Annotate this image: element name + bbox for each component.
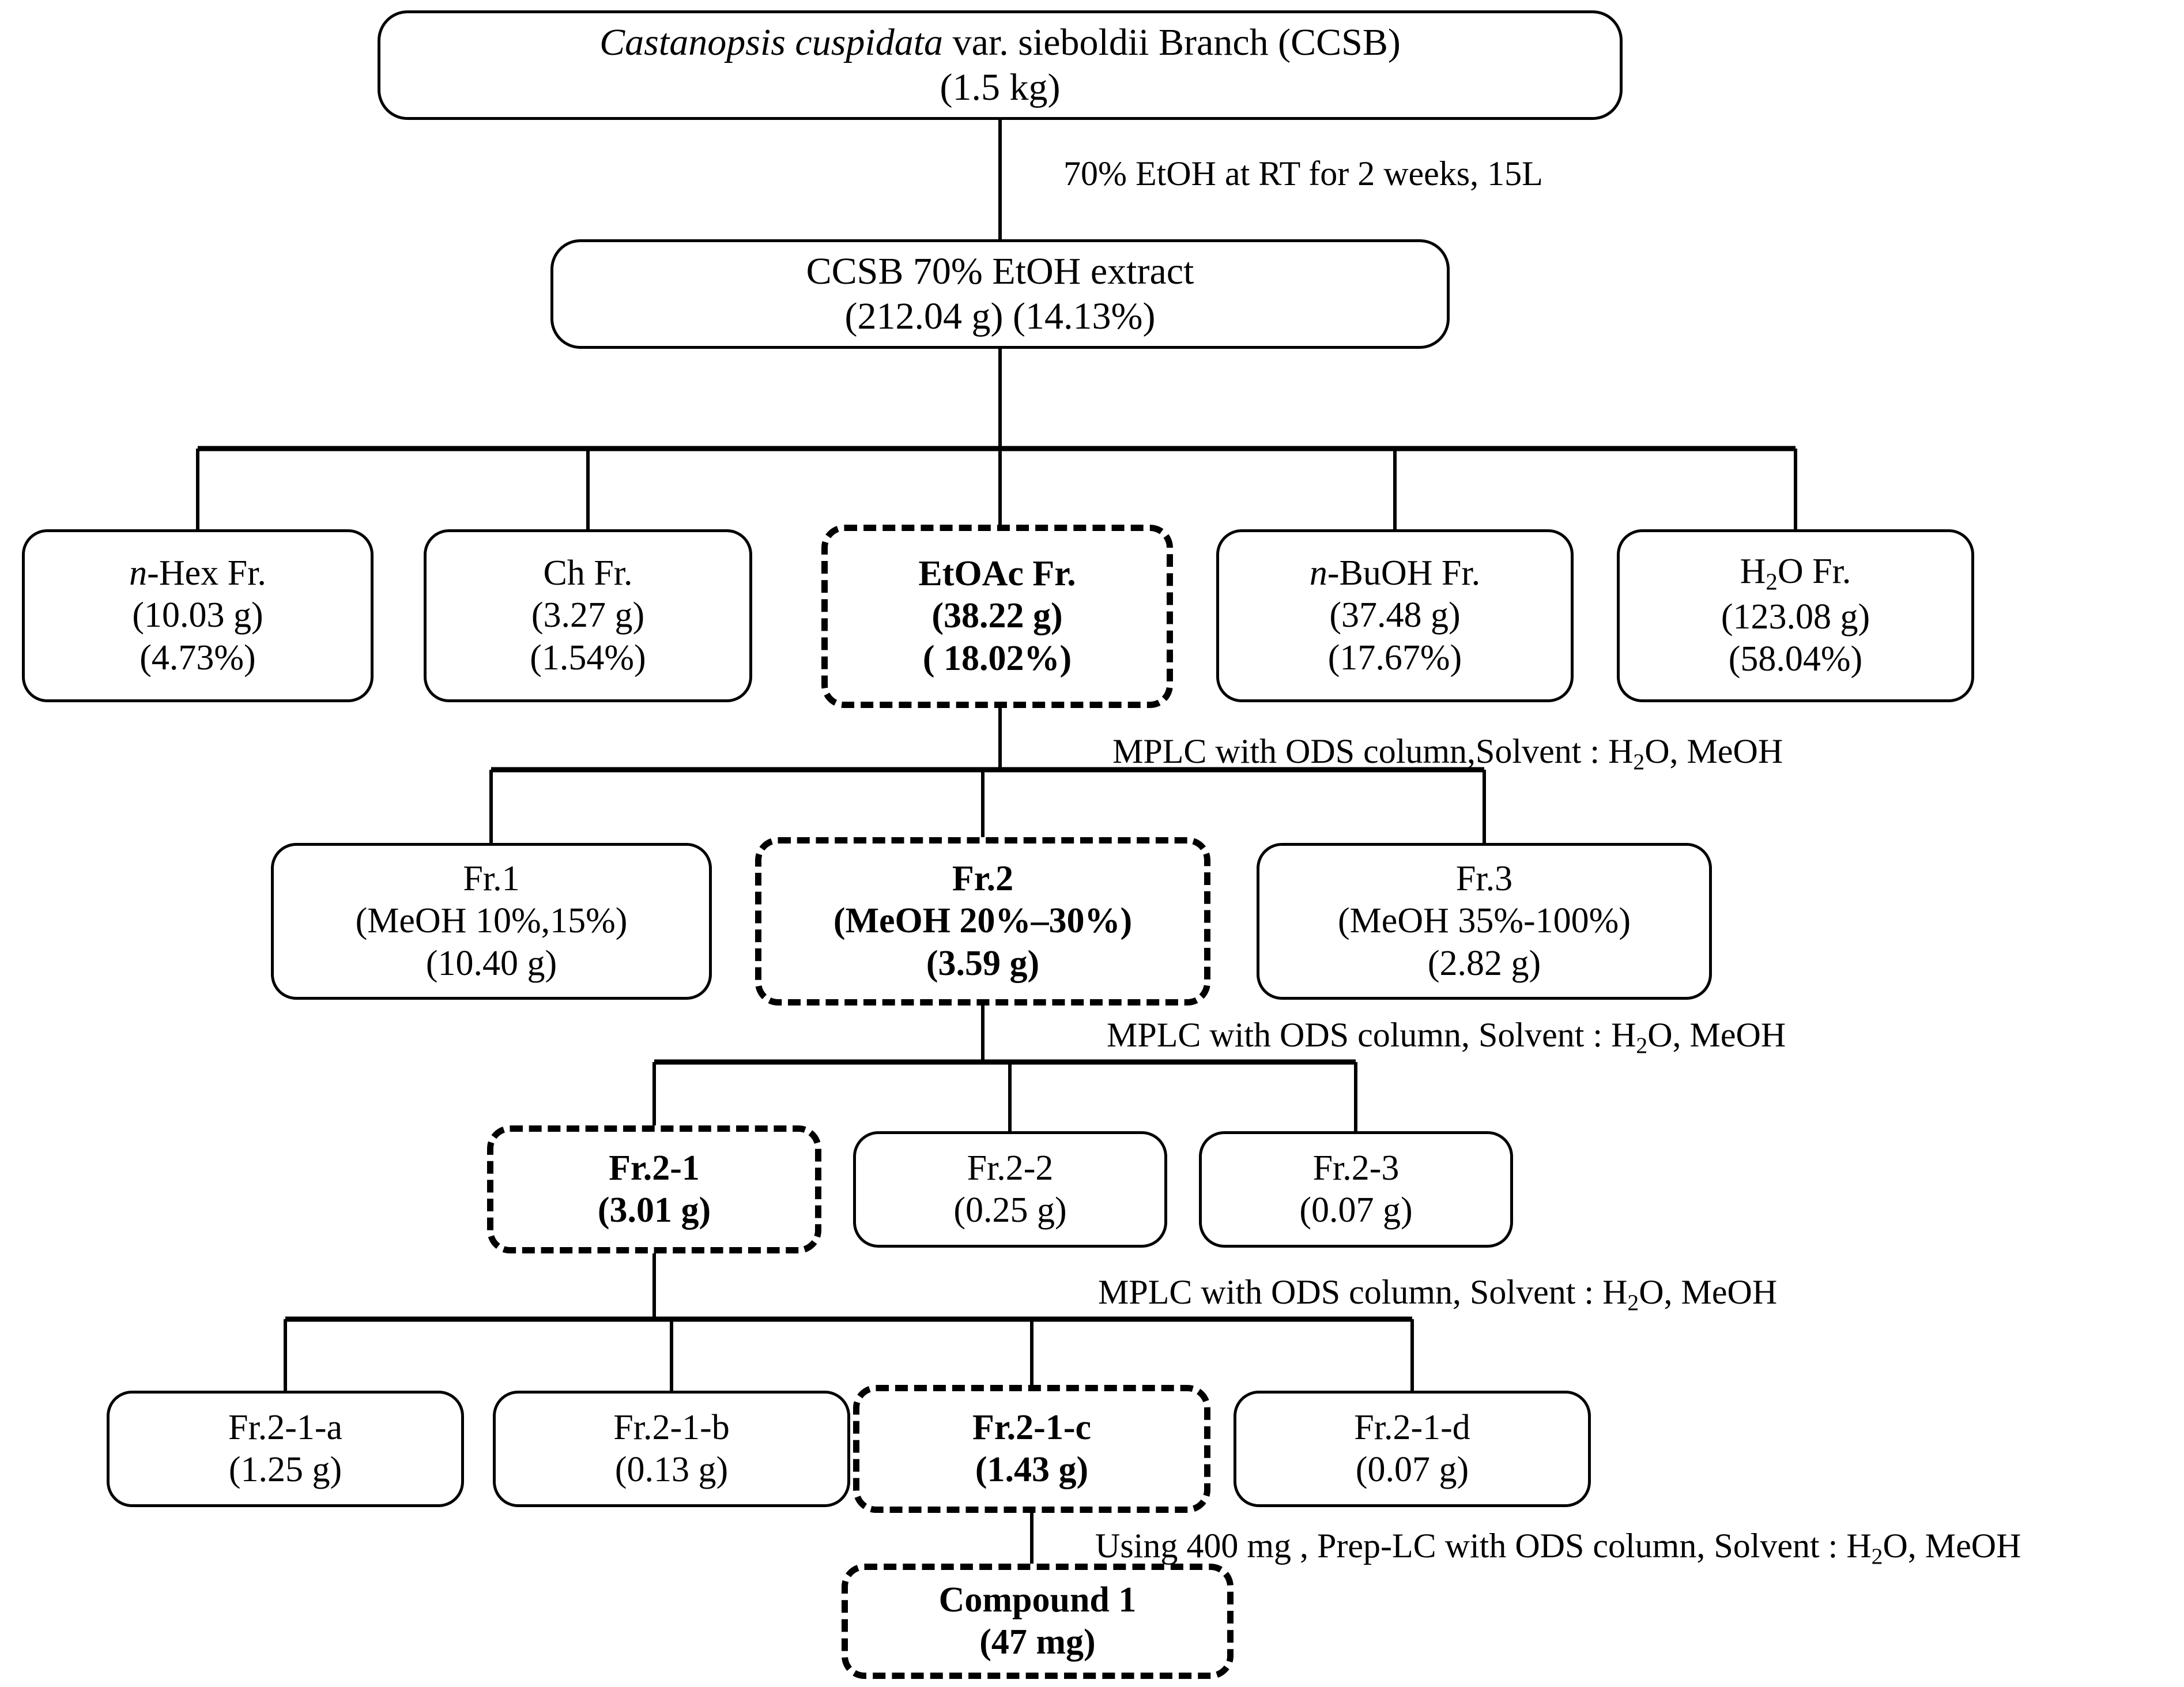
node-etoac-fraction[interactable]: EtOAc Fr. (38.22 g) ( 18.02%) bbox=[821, 525, 1173, 708]
node-compound-1-line1: Compound 1 bbox=[938, 1580, 1137, 1620]
node-etoac-line3: ( 18.02%) bbox=[922, 638, 1072, 678]
node-fr2-1-a[interactable]: Fr.2-1-a (1.25 g) bbox=[107, 1391, 464, 1507]
node-fr2-2-line2: (0.25 g) bbox=[953, 1191, 1067, 1230]
node-fr1-line2: (MeOH 10%,15%) bbox=[355, 901, 628, 941]
node-fr2-2[interactable]: Fr.2-2 (0.25 g) bbox=[853, 1131, 1167, 1248]
node-fr2-line2: (MeOH 20%–30%) bbox=[833, 901, 1133, 941]
node-water-line3: (58.04%) bbox=[1728, 639, 1863, 679]
node-etoac-line2: (38.22 g) bbox=[931, 596, 1063, 636]
node-fr2-2-line1: Fr.2-2 bbox=[967, 1148, 1054, 1188]
node-fr2-1-c-line2: (1.43 g) bbox=[975, 1450, 1089, 1489]
node-n-hex-line3: (4.73%) bbox=[139, 638, 256, 677]
node-ch-line2: (3.27 g) bbox=[531, 596, 645, 635]
caption-mplc-step-3: MPLC with ODS column, Solvent : H2O, MeO… bbox=[1098, 1273, 1778, 1316]
node-ch-line3: (1.54%) bbox=[530, 638, 646, 677]
node-ccsb-source-line2: (1.5 kg) bbox=[940, 66, 1061, 108]
node-fr2-1-d[interactable]: Fr.2-1-d (0.07 g) bbox=[1234, 1391, 1591, 1507]
node-fr2-3[interactable]: Fr.2-3 (0.07 g) bbox=[1199, 1131, 1513, 1248]
node-fr2-1-b[interactable]: Fr.2-1-b (0.13 g) bbox=[493, 1391, 850, 1507]
node-n-hex-line1: n-Hex Fr. bbox=[129, 553, 266, 593]
node-n-buoh-line2: (37.48 g) bbox=[1329, 596, 1461, 635]
node-fr3-line3: (2.82 g) bbox=[1427, 943, 1541, 983]
node-fr2-1-d-line1: Fr.2-1-d bbox=[1354, 1407, 1470, 1447]
node-etoac-line1: EtOAc Fr. bbox=[918, 554, 1076, 594]
node-n-hex-line2: (10.03 g) bbox=[132, 596, 263, 635]
node-fr3-line2: (MeOH 35%-100%) bbox=[1338, 901, 1631, 941]
node-ccsb-source[interactable]: Castanopsis cuspidata var. sieboldii Bra… bbox=[378, 10, 1623, 120]
node-water-fraction[interactable]: H2O Fr. (123.08 g) (58.04%) bbox=[1617, 529, 1974, 702]
node-fr2-1-b-line2: (0.13 g) bbox=[614, 1450, 729, 1489]
caption-prep-lc-step: Using 400 mg , Prep-LC with ODS column, … bbox=[1095, 1527, 2021, 1569]
node-fr2-line3: (3.59 g) bbox=[926, 943, 1040, 983]
node-fr2-3-line1: Fr.2-3 bbox=[1312, 1148, 1400, 1188]
caption-mplc-step-2: MPLC with ODS column, Solvent : H2O, MeO… bbox=[1107, 1016, 1786, 1059]
node-fr2-1-line2: (3.01 g) bbox=[597, 1191, 711, 1230]
node-n-buoh-line1: n-BuOH Fr. bbox=[1309, 553, 1481, 593]
caption-mplc-step-1: MPLC with ODS column,Solvent : H2O, MeOH bbox=[1112, 732, 1783, 775]
node-fr3[interactable]: Fr.3 (MeOH 35%-100%) (2.82 g) bbox=[1257, 843, 1712, 1000]
node-fr3-line1: Fr.3 bbox=[1455, 859, 1513, 899]
caption-etoh-extraction: 70% EtOH at RT for 2 weeks, 15L bbox=[1063, 155, 1543, 193]
node-n-buoh-fraction[interactable]: n-BuOH Fr. (37.48 g) (17.67%) bbox=[1216, 529, 1574, 702]
node-fr2-1-c[interactable]: Fr.2-1-c (1.43 g) bbox=[853, 1385, 1210, 1513]
node-fr2-1-d-line2: (0.07 g) bbox=[1355, 1450, 1469, 1489]
node-n-buoh-line3: (17.67%) bbox=[1327, 638, 1462, 677]
node-fr2[interactable]: Fr.2 (MeOH 20%–30%) (3.59 g) bbox=[755, 837, 1210, 1006]
node-fr2-1-b-line1: Fr.2-1-b bbox=[613, 1407, 730, 1447]
node-compound-1-line2: (47 mg) bbox=[979, 1622, 1096, 1662]
node-fr2-1-c-line1: Fr.2-1-c bbox=[972, 1407, 1091, 1447]
node-water-line2: (123.08 g) bbox=[1721, 597, 1870, 637]
node-fr1[interactable]: Fr.1 (MeOH 10%,15%) (10.40 g) bbox=[271, 843, 712, 1000]
node-compound-1[interactable]: Compound 1 (47 mg) bbox=[842, 1564, 1234, 1679]
node-ch-line1: Ch Fr. bbox=[543, 553, 633, 593]
node-ch-fraction[interactable]: Ch Fr. (3.27 g) (1.54%) bbox=[424, 529, 752, 702]
node-extract-line1: CCSB 70% EtOH extract bbox=[806, 250, 1194, 293]
node-fr2-3-line2: (0.07 g) bbox=[1299, 1191, 1413, 1230]
node-fr1-line1: Fr.1 bbox=[463, 859, 520, 899]
node-fr2-1-a-line2: (1.25 g) bbox=[228, 1450, 342, 1489]
node-extract-line2: (212.04 g) (14.13%) bbox=[844, 295, 1156, 337]
node-fr2-1-line1: Fr.2-1 bbox=[609, 1148, 700, 1188]
node-ccsb-source-line1: Castanopsis cuspidata var. sieboldii Bra… bbox=[599, 21, 1401, 64]
node-fr2-line1: Fr.2 bbox=[952, 859, 1014, 899]
node-water-line1: H2O Fr. bbox=[1740, 552, 1851, 595]
node-fr2-1[interactable]: Fr.2-1 (3.01 g) bbox=[487, 1125, 821, 1253]
node-n-hex-fraction[interactable]: n-Hex Fr. (10.03 g) (4.73%) bbox=[22, 529, 374, 702]
node-ccsb-etoh-extract[interactable]: CCSB 70% EtOH extract (212.04 g) (14.13%… bbox=[550, 239, 1450, 349]
node-fr2-1-a-line1: Fr.2-1-a bbox=[228, 1407, 343, 1447]
node-fr1-line3: (10.40 g) bbox=[425, 943, 557, 983]
